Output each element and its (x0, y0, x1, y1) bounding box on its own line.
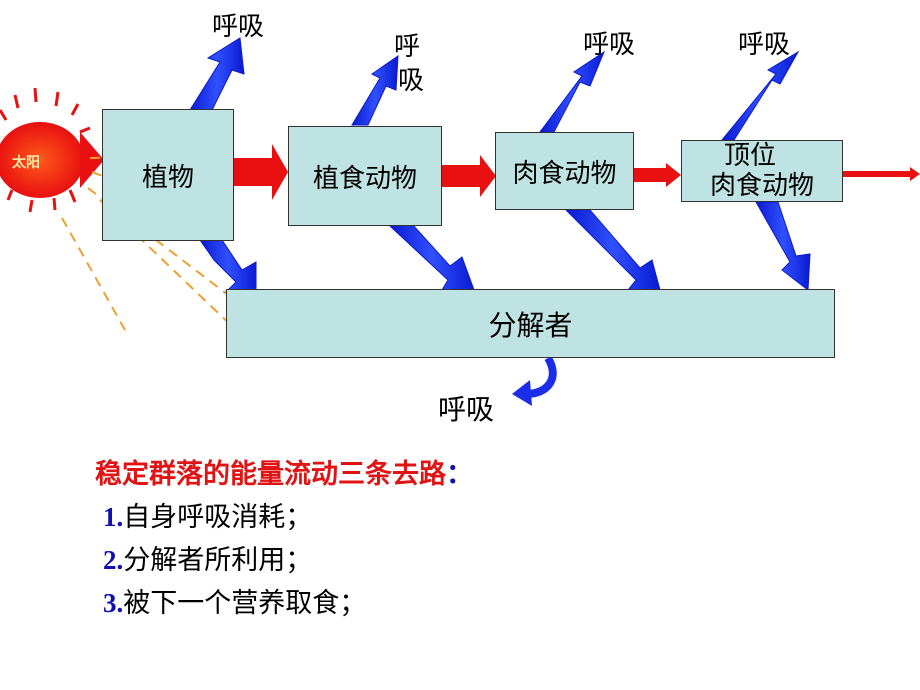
notes-item-2: 2.分解者所利用； (103, 538, 473, 577)
flow-arrows (234, 144, 920, 200)
carnivore-label: 肉食动物 (512, 158, 617, 189)
notes-item-1-number: 1. (103, 502, 124, 532)
herbivore-label: 植食动物 (312, 163, 417, 194)
flow-arrow-herbivore-carnivore (442, 155, 496, 197)
top-carnivore-label-line1: 顶位 (723, 141, 776, 171)
top-carnivore-node: 顶位 肉食动物 (681, 140, 843, 202)
respiration-label-top: 呼吸 (738, 30, 791, 60)
sun-label: 太阳 (12, 155, 40, 171)
plant-label: 植物 (141, 162, 194, 193)
decomposer-arrows (199, 201, 811, 293)
notes-title-text: 稳定群落的能量流动三条去路 (95, 459, 446, 490)
respiration-label-plant: 呼吸 (212, 12, 265, 42)
notes-title: 稳定群落的能量流动三条去路： (95, 452, 473, 491)
flow-arrow-top-out (843, 167, 920, 181)
decomposer-respiration-arrow (512, 355, 557, 406)
energy-flow-diagram (0, 37, 920, 406)
top-carnivore-label-line2: 肉食动物 (709, 171, 814, 201)
notes-item-3-text: 被下一个营养取食； (123, 588, 367, 619)
flow-arrow-carnivore-top (634, 163, 681, 187)
plant-node: 植物 (102, 109, 234, 241)
notes-item-2-number: 2. (103, 545, 124, 575)
notes-item-2-text: 分解者所利用； (123, 545, 313, 576)
notes-item-3-number: 3. (103, 588, 124, 618)
notes-title-colon: ： (446, 459, 473, 490)
decomposer-node: 分解者 (226, 289, 835, 358)
respiration-label-herbivore-2: 吸 (398, 66, 425, 96)
notes-item-1-text: 自身呼吸消耗； (123, 502, 313, 533)
arrow-herbivore-to-decomposer (388, 223, 475, 291)
respiration-arrow-top (720, 50, 800, 141)
arrow-carnivore-to-decomposer (564, 209, 661, 291)
arrow-top-to-decomposer (755, 201, 811, 291)
flow-arrow-plant-herbivore (234, 144, 288, 200)
notes-item-1: 1.自身呼吸消耗； (103, 495, 473, 534)
respiration-arrows (189, 37, 800, 141)
respiration-arrow-carnivore (539, 50, 606, 133)
carnivore-node: 肉食动物 (495, 132, 634, 210)
respiration-label-decomposer: 呼吸 (438, 393, 495, 426)
energy-flow-notes: 稳定群落的能量流动三条去路： 1.自身呼吸消耗； 2.分解者所利用； 3.被下一… (95, 452, 473, 620)
sun-icon (0, 122, 104, 198)
respiration-label-herbivore-1: 呼 (394, 32, 421, 62)
sun-rays (0, 87, 91, 213)
decomposer-label: 分解者 (488, 308, 573, 342)
arrow-plant-to-decomposer (199, 239, 257, 293)
respiration-arrow-plant (189, 37, 245, 111)
herbivore-node: 植食动物 (288, 126, 442, 226)
respiration-label-carnivore: 呼吸 (583, 30, 636, 60)
respiration-arrow-herbivore (351, 55, 399, 126)
notes-item-3: 3.被下一个营养取食； (103, 581, 473, 620)
